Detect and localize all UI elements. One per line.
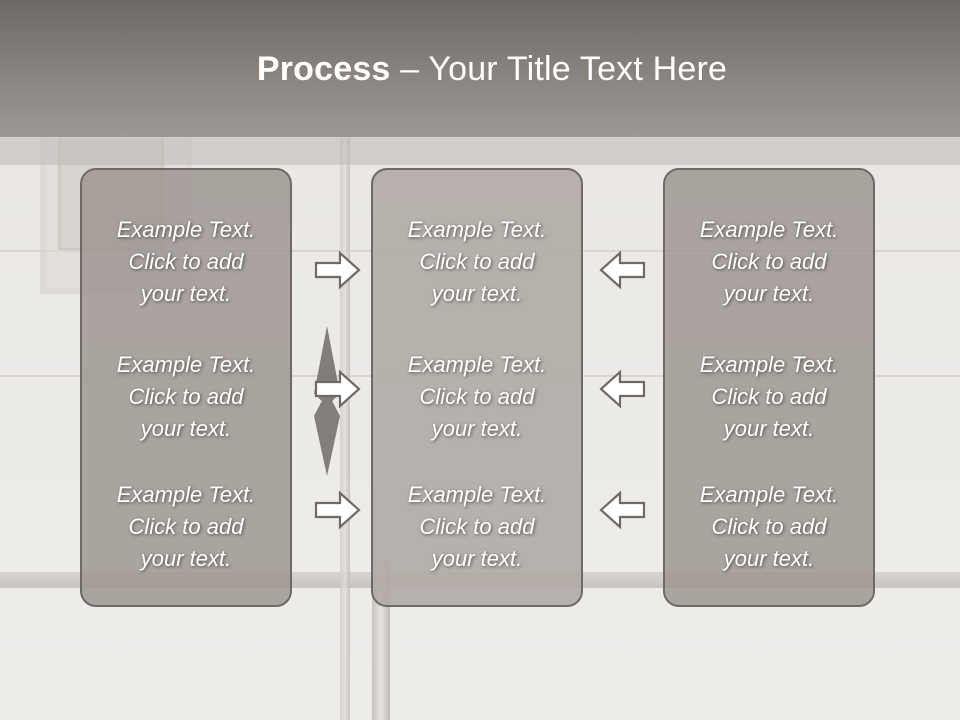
text-placeholder[interactable]: Example Text. Click to add your text. (82, 349, 290, 445)
slide-title[interactable]: Process – Your Title Text Here (0, 50, 960, 89)
text-line: your text. (431, 281, 523, 306)
text-line: Click to add (128, 384, 244, 409)
text-placeholder[interactable]: Example Text. Click to add your text. (373, 349, 581, 445)
text-placeholder[interactable]: Example Text. Click to add your text. (373, 479, 581, 575)
text-line: Example Text. (699, 217, 839, 242)
text-line: Example Text. (699, 352, 839, 377)
text-line: Click to add (128, 514, 244, 539)
text-placeholder[interactable]: Example Text. Click to add your text. (373, 214, 581, 310)
text-line: Click to add (128, 249, 244, 274)
background-pole (340, 138, 350, 720)
process-box-center[interactable]: Example Text. Click to add your text. Ex… (371, 168, 583, 607)
text-line: Example Text. (407, 352, 547, 377)
text-line: Click to add (419, 514, 535, 539)
text-line: your text. (723, 416, 815, 441)
text-line: Example Text. (116, 352, 256, 377)
text-line: your text. (140, 281, 232, 306)
text-line: Example Text. (407, 217, 547, 242)
process-box-right[interactable]: Example Text. Click to add your text. Ex… (663, 168, 875, 607)
title-bold: Process (256, 50, 391, 88)
text-line: your text. (723, 281, 815, 306)
text-line: Click to add (711, 384, 827, 409)
text-line: your text. (140, 416, 232, 441)
text-line: Example Text. (407, 482, 547, 507)
title-bar (0, 0, 960, 137)
text-line: Example Text. (699, 482, 839, 507)
text-line: Click to add (711, 249, 827, 274)
text-line: Example Text. (116, 482, 256, 507)
text-placeholder[interactable]: Example Text. Click to add your text. (82, 214, 290, 310)
text-placeholder[interactable]: Example Text. Click to add your text. (665, 349, 873, 445)
text-line: your text. (431, 546, 523, 571)
text-line: your text. (140, 546, 232, 571)
text-placeholder[interactable]: Example Text. Click to add your text. (82, 479, 290, 575)
arrow-right-icon[interactable] (314, 369, 362, 409)
text-line: your text. (431, 416, 523, 441)
text-line: your text. (723, 546, 815, 571)
arrow-left-icon[interactable] (598, 369, 646, 409)
text-line: Click to add (419, 249, 535, 274)
title-strip (0, 137, 960, 165)
text-line: Example Text. (116, 217, 256, 242)
text-placeholder[interactable]: Example Text. Click to add your text. (665, 214, 873, 310)
arrow-left-icon[interactable] (598, 490, 646, 530)
text-line: Click to add (419, 384, 535, 409)
arrow-right-icon[interactable] (314, 250, 362, 290)
text-line: Click to add (711, 514, 827, 539)
arrow-left-icon[interactable] (598, 250, 646, 290)
title-rest: – Your Title Text Here (390, 50, 728, 88)
arrow-right-icon[interactable] (314, 490, 362, 530)
process-box-left[interactable]: Example Text. Click to add your text. Ex… (80, 168, 292, 607)
text-placeholder[interactable]: Example Text. Click to add your text. (665, 479, 873, 575)
